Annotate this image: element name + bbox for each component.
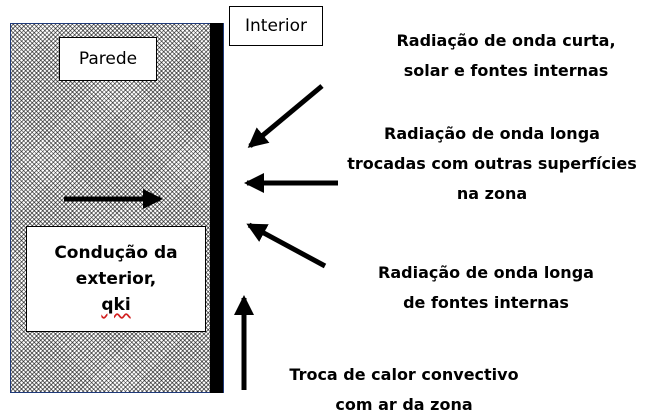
convection-line-1: Troca de calor convectivo: [289, 365, 519, 384]
conduction-label-box: Condução da exterior, qki: [26, 226, 206, 332]
shortwave-arrow: [247, 84, 324, 148]
longwave-internal-arrow: [246, 222, 327, 269]
interior-label: Interior: [244, 16, 307, 36]
longwave-internal-line-2: de fontes internas: [403, 293, 569, 312]
conduction-line-1: Condução da: [54, 243, 178, 263]
wall-label: Parede: [78, 49, 138, 69]
conduction-symbol: qki: [101, 295, 131, 315]
wall-label-box: Parede: [59, 37, 157, 81]
shortwave-line-2: solar e fontes internas: [403, 61, 609, 80]
longwave-surfaces-line-1: Radiação de onda longa: [384, 124, 600, 143]
longwave-internal-label: Radiação de onda longa de fontes interna…: [336, 258, 636, 318]
longwave-internal-line-1: Radiação de onda longa: [378, 263, 594, 282]
longwave-surfaces-line-3: na zona: [456, 184, 528, 203]
conduction-line-2: exterior,: [75, 269, 157, 289]
shortwave-line-1: Radiação de onda curta,: [396, 31, 616, 50]
shortwave-radiation-label: Radiação de onda curta, solar e fontes i…: [348, 26, 664, 86]
convection-label: Troca de calor convectivo com ar da zona: [254, 360, 554, 420]
longwave-surfaces-label: Radiação de onda longa trocadas com outr…: [318, 119, 666, 209]
wall-interior-surface: [210, 23, 223, 393]
longwave-surfaces-line-2: trocadas com outras superfícies: [347, 154, 637, 173]
convection-line-2: com ar da zona: [335, 395, 473, 414]
interior-label-box: Interior: [229, 6, 323, 46]
